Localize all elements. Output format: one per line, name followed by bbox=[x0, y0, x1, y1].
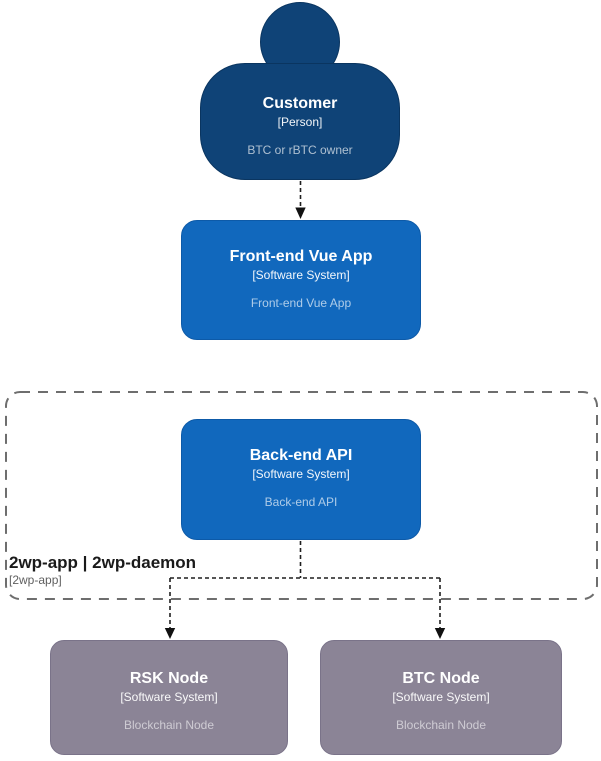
node-rsk[interactable]: RSK Node [Software System] Blockchain No… bbox=[50, 640, 288, 755]
node-btc-subtitle: [Software System] bbox=[392, 690, 490, 704]
node-frontend-description: Front-end Vue App bbox=[250, 296, 352, 310]
arrowhead-btc bbox=[434, 628, 446, 639]
arrowhead-rsk bbox=[164, 628, 176, 639]
boundary-title: 2wp-app | 2wp-daemon bbox=[9, 553, 197, 572]
node-backend-title: Back-end API bbox=[249, 447, 353, 464]
node-customer-subtitle: [Person] bbox=[277, 115, 323, 129]
node-frontend[interactable]: Front-end Vue App [Software System] Fron… bbox=[181, 220, 421, 340]
node-rsk-subtitle: [Software System] bbox=[120, 690, 218, 704]
node-customer[interactable]: Customer [Person] BTC or rBTC owner bbox=[200, 63, 400, 180]
node-backend-subtitle: [Software System] bbox=[252, 467, 350, 481]
arrowhead-frontend bbox=[295, 207, 306, 219]
boundary-label: 2wp-app | 2wp-daemon [2wp-app] bbox=[9, 553, 196, 588]
node-btc[interactable]: BTC Node [Software System] Blockchain No… bbox=[320, 640, 562, 755]
node-rsk-title: RSK Node bbox=[129, 670, 209, 687]
node-frontend-subtitle: [Software System] bbox=[252, 268, 350, 282]
node-rsk-description: Blockchain Node bbox=[123, 718, 215, 732]
node-frontend-title: Front-end Vue App bbox=[229, 248, 373, 265]
node-btc-title: BTC Node bbox=[402, 670, 480, 687]
node-backend-description: Back-end API bbox=[264, 495, 338, 509]
node-btc-description: Blockchain Node bbox=[395, 718, 487, 732]
boundary-subtitle: [2wp-app] bbox=[9, 573, 62, 587]
node-backend[interactable]: Back-end API [Software System] Back-end … bbox=[181, 419, 421, 540]
node-customer-description: BTC or rBTC owner bbox=[247, 143, 353, 157]
node-customer-title: Customer bbox=[262, 95, 338, 112]
